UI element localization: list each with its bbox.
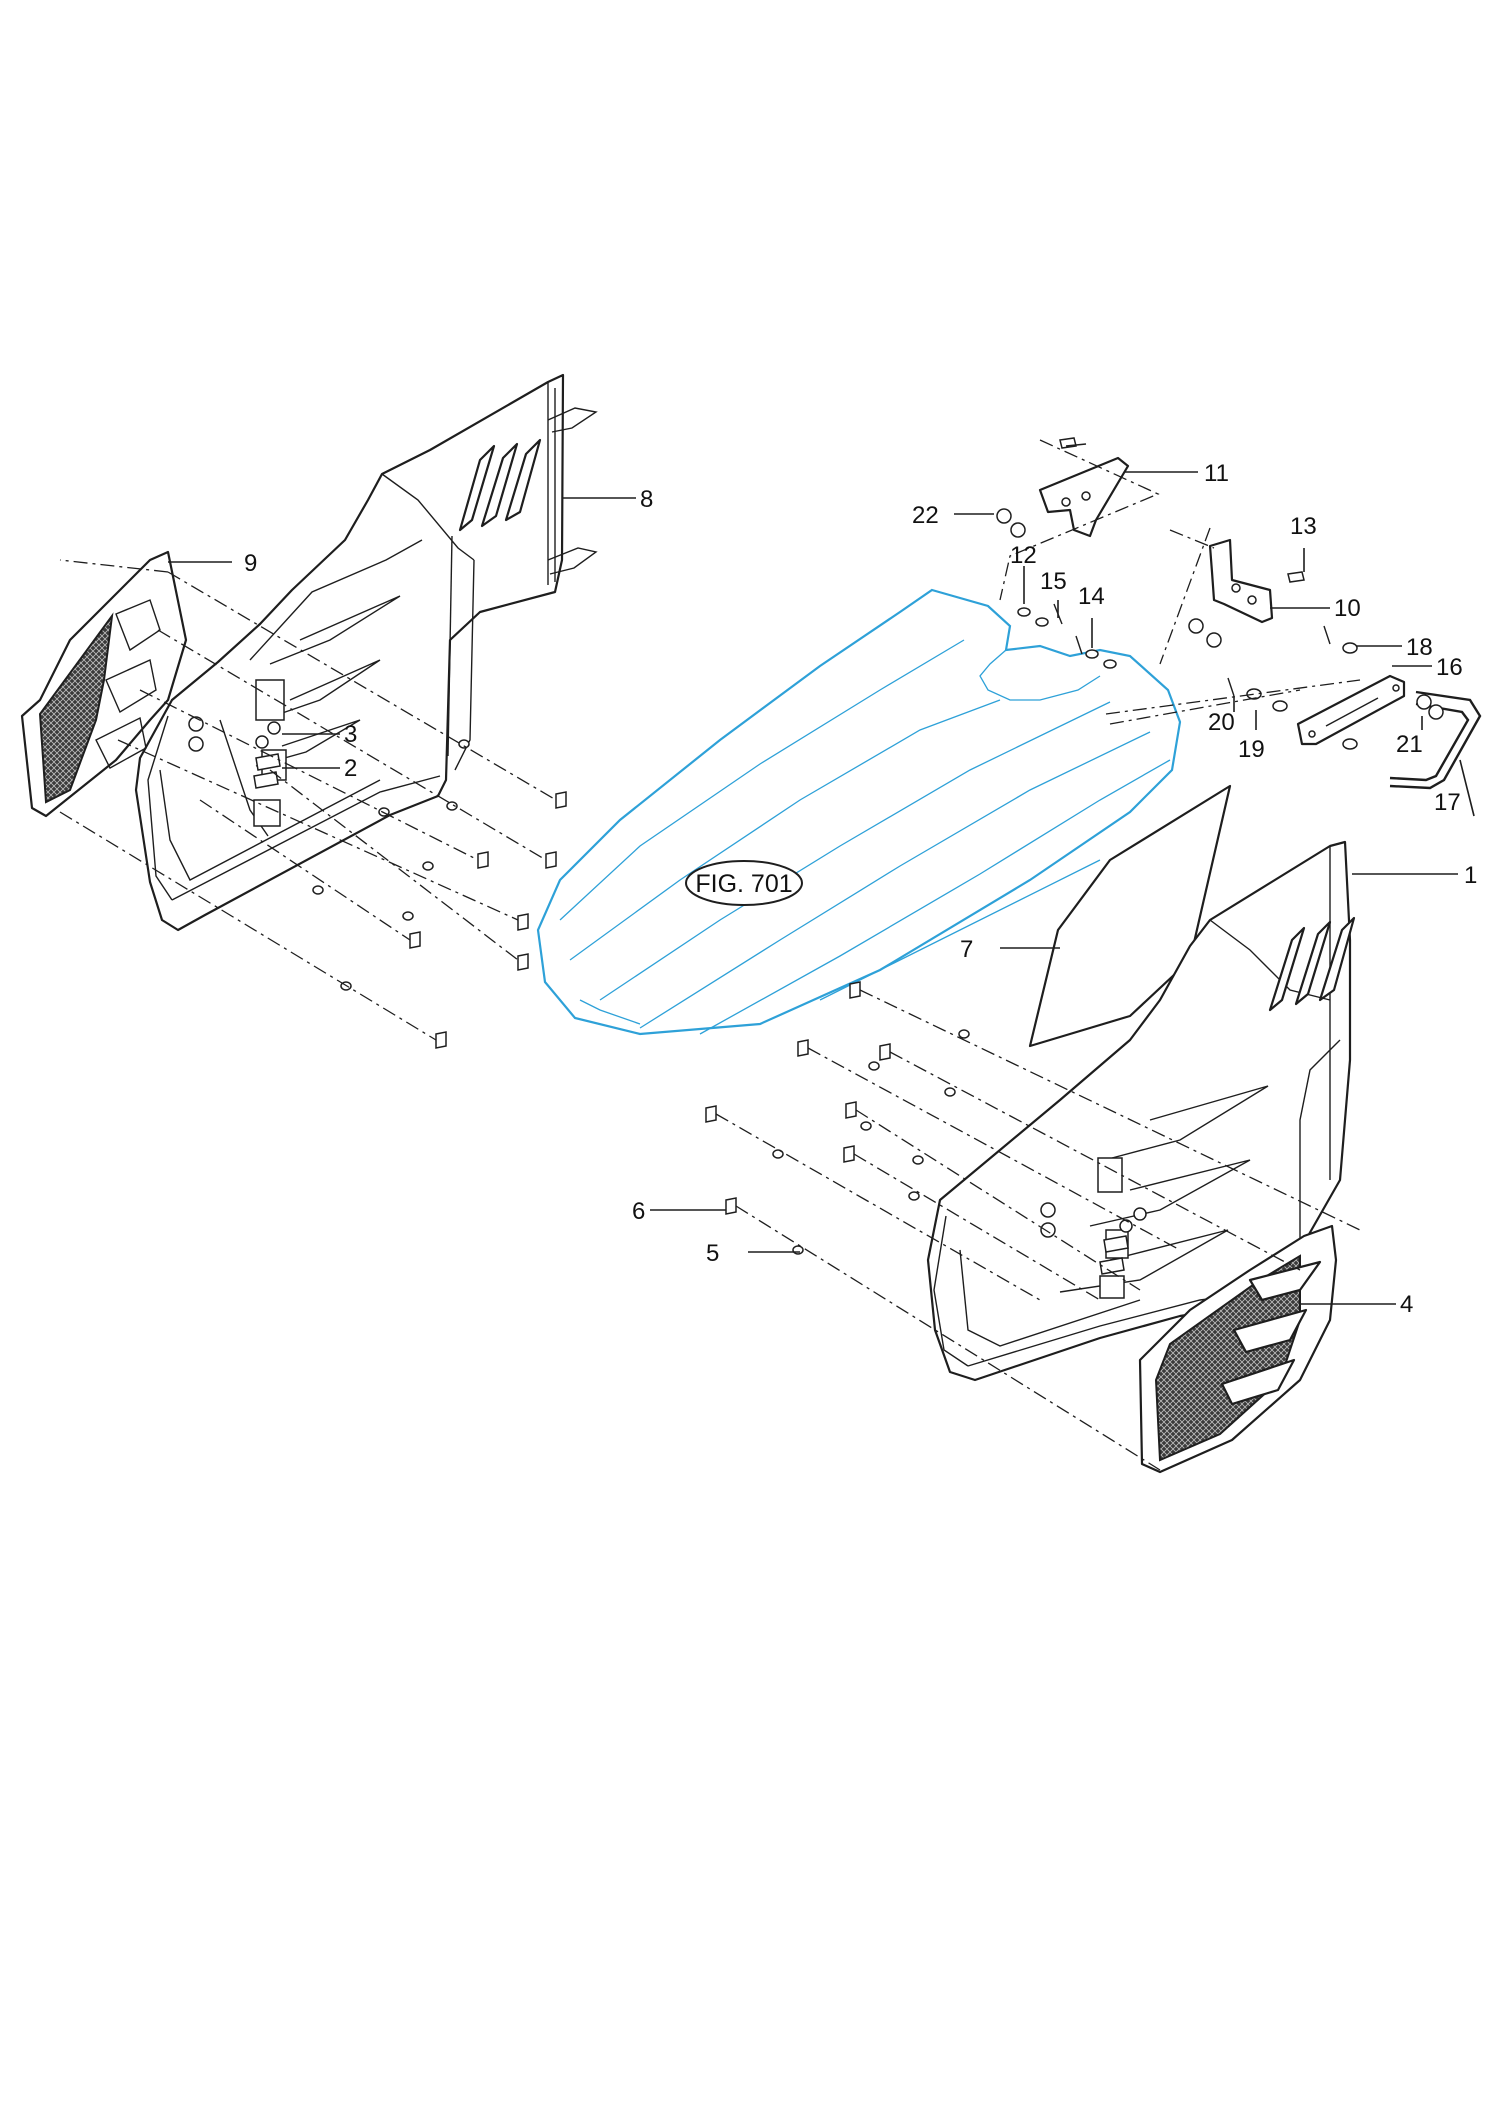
callout-22: 22 (912, 502, 939, 529)
right-grille-panel (1138, 1224, 1338, 1474)
callout-17: 17 (1434, 789, 1461, 816)
callout-3: 3 (344, 721, 357, 748)
bracket-11 (1038, 456, 1130, 538)
callout-16: 16 (1436, 654, 1463, 681)
assembly-lines (59, 439, 1361, 1471)
callout-2: 2 (344, 755, 357, 782)
callout-6: 6 (632, 1198, 645, 1225)
callout-1: 1 (1464, 862, 1477, 889)
callout-8: 8 (640, 486, 653, 513)
callout-21: 21 (1396, 731, 1423, 758)
callout-4: 4 (1400, 1291, 1413, 1318)
callout-13: 13 (1290, 513, 1317, 540)
callout-19: 19 (1238, 736, 1265, 763)
callout-15: 15 (1040, 568, 1067, 595)
callout-7: 7 (960, 936, 973, 963)
callout-12: 12 (1010, 542, 1037, 569)
callout-14: 14 (1078, 583, 1105, 610)
hood-reference-part: FIG. 701 (536, 588, 1182, 1036)
callout-11: 11 (1204, 460, 1229, 487)
callout-10: 10 (1334, 595, 1361, 622)
right-side-panel (926, 840, 1356, 1382)
callout-labels: 1 2 3 4 5 6 7 8 9 10 11 12 13 14 15 16 1… (244, 460, 1477, 1318)
fig-reference-label: FIG. 701 (695, 870, 792, 898)
callout-5: 5 (706, 1240, 719, 1267)
fig-reference-oval (685, 860, 803, 906)
leader-lines (168, 471, 1475, 1305)
callout-20: 20 (1208, 709, 1235, 736)
bracket-10 (1208, 538, 1274, 624)
left-grille-panel (20, 550, 188, 818)
left-side-panel (134, 373, 598, 932)
callout-18: 18 (1406, 634, 1433, 661)
bracket-16 (1296, 674, 1406, 746)
callout-9: 9 (244, 550, 257, 577)
grab-handle-17 (1389, 690, 1482, 790)
